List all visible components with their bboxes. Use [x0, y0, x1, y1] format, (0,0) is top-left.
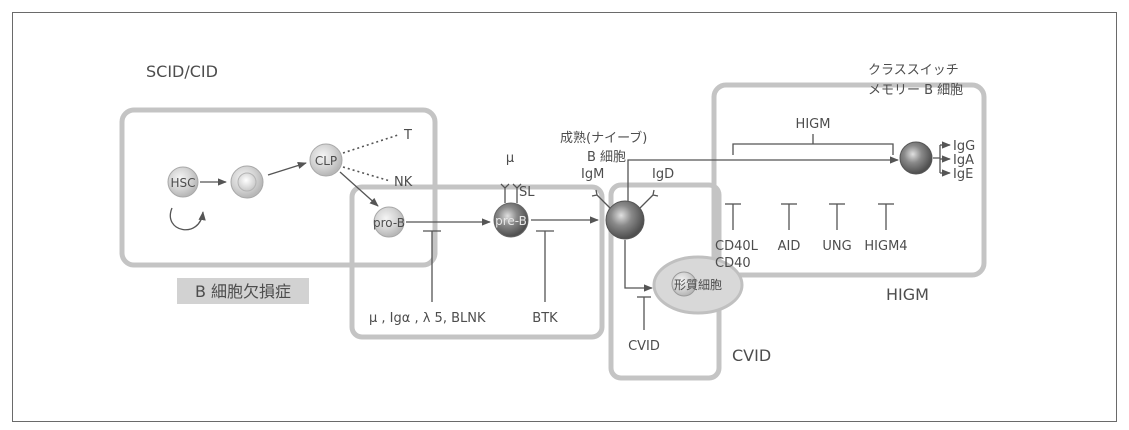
ung-label: UNG [822, 239, 851, 254]
igm-label: IgM [581, 167, 604, 182]
progenitor-nucleus [238, 173, 256, 191]
higm-bracket [733, 144, 893, 155]
pre-b-label: pre-B [495, 214, 527, 228]
igd-receptor [640, 190, 658, 208]
higm4-label: HIGM4 [864, 239, 907, 254]
plasma-cell-label: 形質細胞 [674, 277, 722, 292]
memory-b-cell [900, 142, 932, 174]
t-label: T [403, 128, 412, 143]
progenitor-to-clp-arrow [268, 163, 306, 175]
higm-bottom-label: HIGM [886, 285, 929, 304]
clp-label: CLP [315, 154, 337, 168]
mature-b-label-2: B 細胞 [587, 150, 626, 165]
sl-label: SL [519, 185, 535, 200]
btk-label: BTK [532, 311, 558, 326]
cvid-inner-label: CVID [628, 339, 660, 354]
cd40-label: CD40 [715, 256, 751, 271]
scid-cid-label: SCID/CID [146, 62, 218, 81]
b-deficiency-label: B 細胞欠損症 [195, 282, 291, 301]
clp-to-nk-dotted [343, 167, 390, 181]
higm-bracket-label: HIGM [796, 117, 831, 132]
cvid-outer-label: CVID [732, 346, 771, 365]
mature-b-label-1: 成熟(ナイーブ) [560, 130, 647, 146]
mature-to-plasma-arrow [625, 240, 652, 288]
class-switch-label-2: メモリー B 細胞 [868, 83, 963, 98]
pre-b-genes-label: μ , Igα , λ 5, BLNK [369, 311, 486, 326]
aid-label: AID [778, 239, 801, 254]
mature-b-cell [606, 201, 644, 239]
class-switch-label-1: クラススイッチ [868, 63, 959, 78]
cd40l-label: CD40L [715, 239, 759, 254]
clp-to-t-dotted [343, 135, 398, 153]
mu-label: μ [506, 151, 514, 166]
ige-label: IgE [953, 167, 973, 182]
igd-label: IgD [652, 167, 674, 182]
iga-label: IgA [953, 153, 974, 168]
self-renewal-arrow [170, 208, 203, 230]
igg-label: IgG [953, 139, 975, 154]
nk-label: NK [394, 175, 413, 190]
isotype-fork [933, 145, 940, 173]
hsc-label: HSC [170, 176, 195, 190]
pro-b-label: pro-B [373, 216, 405, 230]
